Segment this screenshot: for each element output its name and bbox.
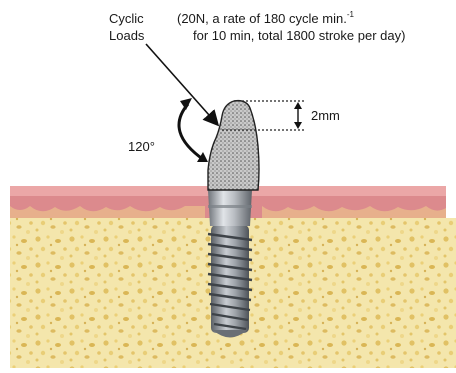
load-condition-superscript: -1 [347,10,354,19]
implant-fixture [208,225,252,338]
loads-label: Loads [109,28,144,44]
load-condition-line2: for 10 min, total 1800 stroke per day) [193,28,405,44]
load-condition-line1: (20N, a rate of 180 cycle min.-1 [177,11,354,27]
load-condition-text: (20N, a rate of 180 cycle min. [177,11,347,26]
angle-label: 120° [128,139,155,155]
angle-arc [179,104,204,160]
displacement-label: 2mm [311,108,340,124]
implant-abutment [208,190,252,226]
cyclic-label: Cyclic [109,11,144,27]
crown [208,101,259,190]
